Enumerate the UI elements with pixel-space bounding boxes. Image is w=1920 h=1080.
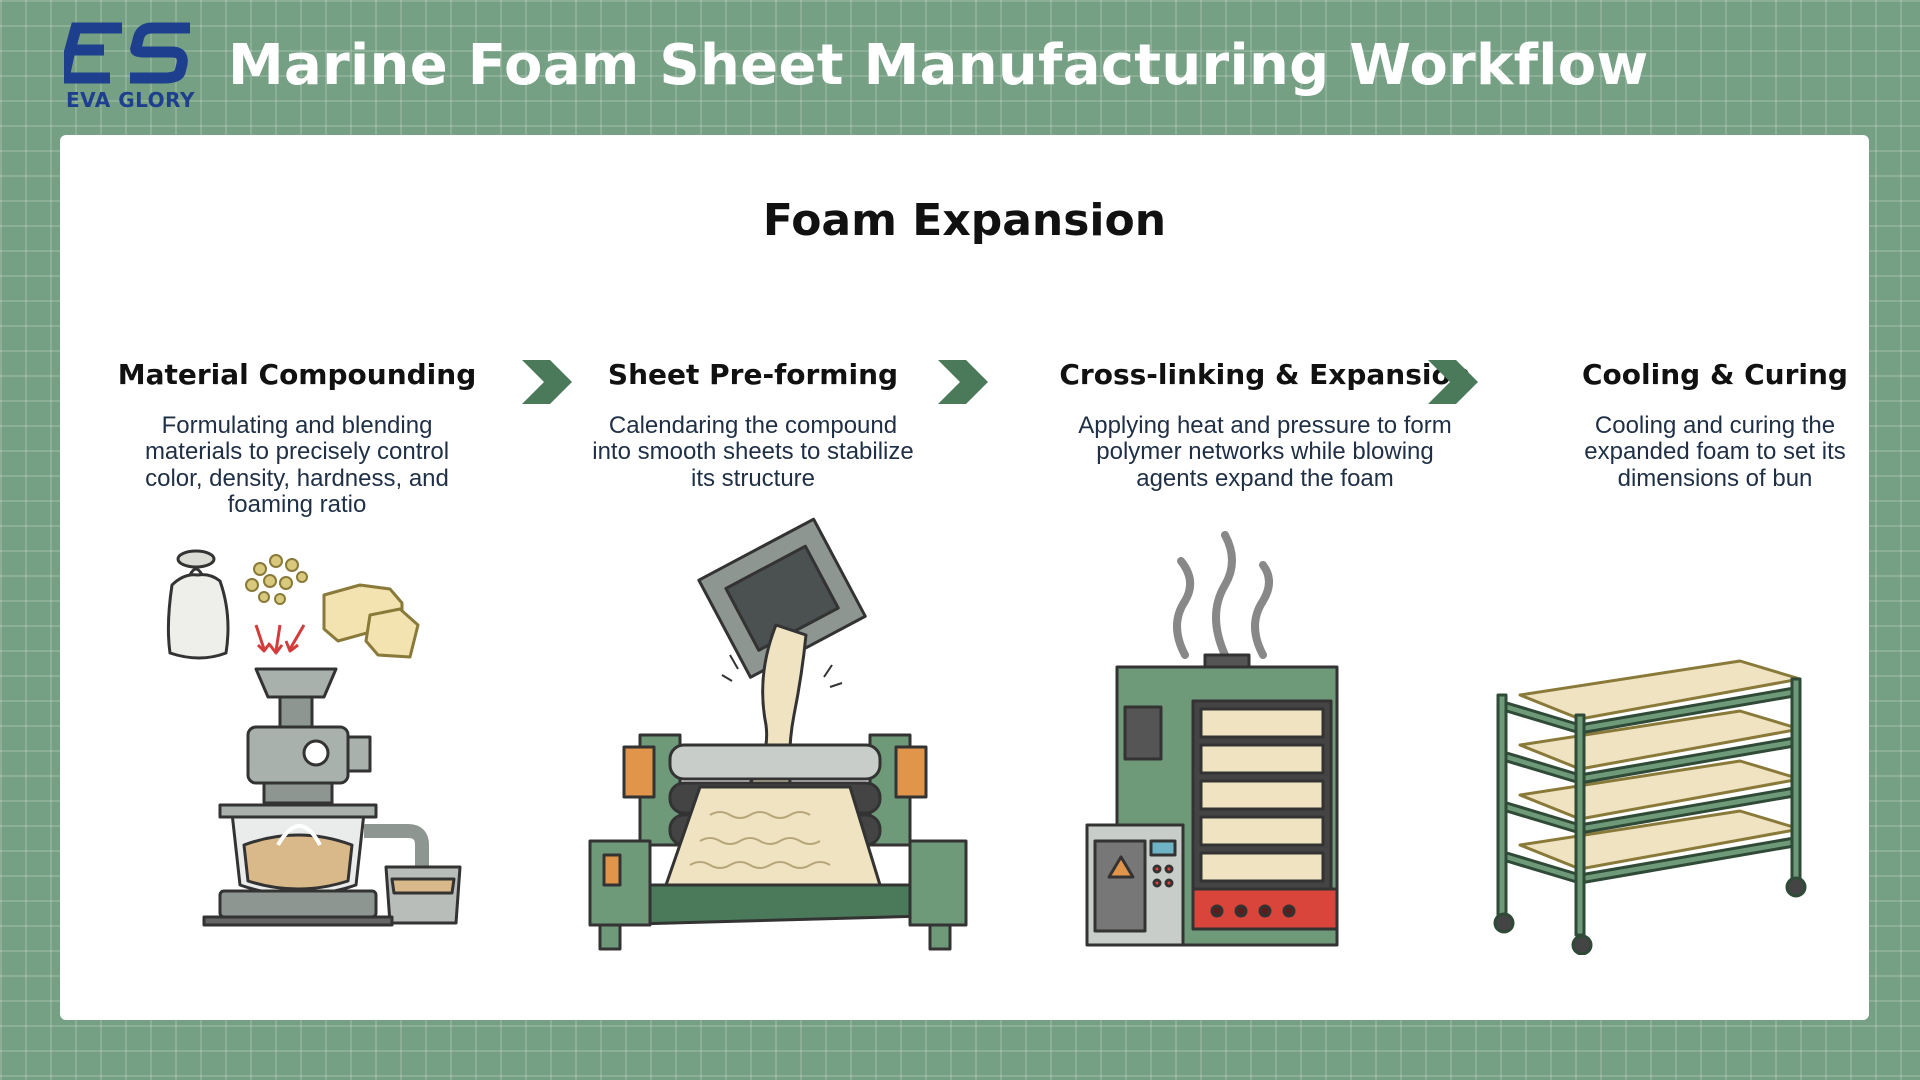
logo-text: EVA GLORY	[66, 88, 195, 112]
curing-rack-illustration	[1493, 659, 1807, 955]
step-description: Formulating and blending materials to pr…	[144, 411, 450, 518]
step-description: Applying heat and pressure to form polym…	[1078, 411, 1452, 492]
header: EVA GLORY Marine Foam Sheet Manufacturin…	[0, 0, 1920, 130]
step-cooling-curing: Cooling & Curing Cooling and curing the …	[1530, 358, 1900, 492]
chevron-right-icon	[1428, 360, 1478, 404]
page-title: Marine Foam Sheet Manufacturing Workflow	[228, 33, 1649, 98]
step-title: Cooling & Curing	[1582, 358, 1848, 391]
step-description: Calendaring the compound into smooth she…	[592, 411, 914, 492]
chevron-right-icon	[522, 360, 572, 404]
calender-machine-illustration	[588, 517, 968, 951]
step-material-compounding: Material Compounding Formulating and ble…	[112, 358, 482, 518]
step-cross-linking-expansion: Cross-linking & Expansion Applying heat …	[1000, 358, 1530, 492]
step-description: Cooling and curing the expanded foam to …	[1584, 411, 1846, 492]
mixer-illustration	[166, 549, 462, 927]
stage-title: Foam Expansion	[762, 195, 1167, 246]
logo-mark-icon	[64, 22, 190, 84]
workflow-card: Foam Expansion Material Compounding Form…	[60, 135, 1869, 1020]
step-sheet-pre-forming: Sheet Pre-forming Calendaring the compou…	[568, 358, 938, 492]
step-title: Cross-linking & Expansion	[1059, 358, 1471, 391]
press-oven-illustration	[1085, 531, 1339, 947]
chevron-right-icon	[938, 360, 988, 404]
step-title: Sheet Pre-forming	[607, 358, 899, 391]
eva-glory-logo: EVA GLORY	[64, 20, 194, 116]
step-title: Material Compounding	[117, 358, 477, 391]
